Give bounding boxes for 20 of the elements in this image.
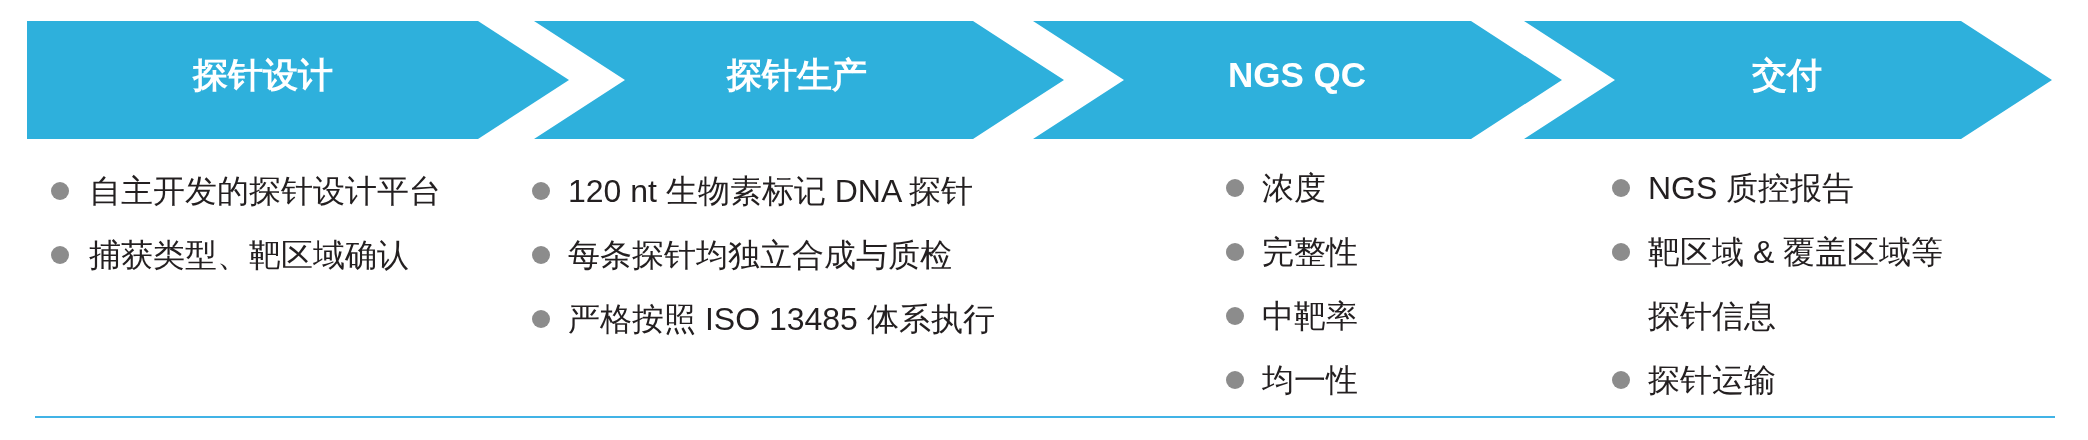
step-title: 探针生产 bbox=[727, 54, 867, 96]
bullet-text: 浓度 bbox=[1262, 169, 1327, 208]
bullet-text: 靶区域 & 覆盖区域等探针信息 bbox=[1648, 233, 1945, 336]
chevron-step bbox=[534, 21, 1064, 139]
bullet-text: NGS 质控报告 bbox=[1648, 169, 1856, 208]
bullet-text: 120 nt 生物素标记 DNA 探针 bbox=[568, 172, 975, 211]
bullet-text: 捕获类型、靶区域确认 bbox=[89, 236, 410, 275]
chevron-step bbox=[1033, 21, 1562, 139]
bullet-text: 每条探针均独立合成与质检 bbox=[568, 236, 953, 275]
step-title: NGS QC bbox=[1227, 54, 1367, 96]
bullet-text: 自主开发的探针设计平台 bbox=[89, 172, 442, 211]
bullet-text: 严格按照 ISO 13485 体系执行 bbox=[568, 300, 996, 339]
step-title: 探针设计 bbox=[193, 54, 333, 96]
bullet-text: 均一性 bbox=[1262, 361, 1359, 400]
chevron-step bbox=[27, 21, 569, 139]
bullet-text: 中靶率 bbox=[1262, 297, 1359, 336]
step-title: 交付 bbox=[1752, 54, 1822, 96]
bullet-text: 完整性 bbox=[1262, 233, 1359, 272]
chevron-step bbox=[1524, 21, 2052, 139]
bullet-text: 探针运输 bbox=[1648, 361, 1777, 400]
